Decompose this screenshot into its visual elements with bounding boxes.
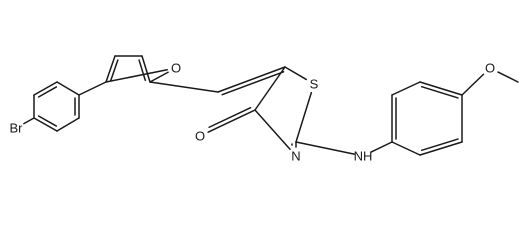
atom-o-methoxy: O bbox=[485, 61, 495, 76]
bond-double-a6-a1 bbox=[37, 115, 58, 127]
bond-a4-f2 bbox=[78, 81, 107, 96]
bond-nh-b1 bbox=[370, 141, 393, 153]
atom-n: N bbox=[291, 149, 300, 164]
bond-double-a2-a3 bbox=[37, 86, 58, 98]
structure-svg: Br O S O N NH O bbox=[10, 55, 519, 164]
bond-a6-a1 bbox=[33, 117, 58, 132]
bond-f4-f5 bbox=[141, 55, 151, 83]
atom-labels: Br O S O N NH O bbox=[10, 61, 496, 164]
bond-om-me bbox=[497, 71, 519, 83]
molecule-diagram: Br O S O N NH O bbox=[10, 55, 519, 164]
bond-b6-b1 bbox=[391, 141, 421, 156]
bond-double-c4-ok bbox=[208, 106, 252, 129]
bond-c4-n3 bbox=[254, 109, 291, 151]
bond-f2-f3 bbox=[105, 55, 116, 83]
bond-b5-b6 bbox=[419, 141, 463, 156]
bond-a5-a6 bbox=[56, 117, 80, 132]
atom-o-ketone: O bbox=[195, 129, 205, 144]
bond-s-c2 bbox=[295, 91, 313, 143]
atom-s: S bbox=[310, 77, 319, 92]
atom-nh: NH bbox=[354, 149, 373, 164]
bond-f5-ch bbox=[149, 81, 219, 93]
bond-b3-b4 bbox=[419, 81, 463, 96]
bond-of-f2 bbox=[105, 69, 168, 83]
atom-o-furan: O bbox=[171, 61, 181, 76]
bond-c4-ok bbox=[207, 109, 256, 133]
bond-double-b3-b4 bbox=[420, 85, 459, 99]
bond-c5-s bbox=[284, 66, 307, 81]
bond-c5-c4 bbox=[254, 66, 286, 111]
bond-double-b5-b6 bbox=[420, 138, 459, 152]
bond-double-f4-f5 bbox=[138, 59, 147, 82]
bonds bbox=[23, 55, 519, 156]
bond-double-f2-f3 bbox=[110, 59, 119, 82]
bond-b2-b3 bbox=[391, 81, 421, 96]
bond-b4-om bbox=[461, 73, 485, 96]
bond-a2-a3 bbox=[33, 81, 58, 96]
atom-br: Br bbox=[10, 121, 24, 136]
bond-a1-br bbox=[23, 117, 35, 125]
bond-double-ch-c5 bbox=[221, 71, 285, 96]
bond-a3-a4 bbox=[56, 81, 80, 96]
bond-c2-nh bbox=[295, 141, 355, 155]
bond-ch-c5 bbox=[217, 66, 286, 93]
bond-f5-of bbox=[149, 71, 169, 83]
